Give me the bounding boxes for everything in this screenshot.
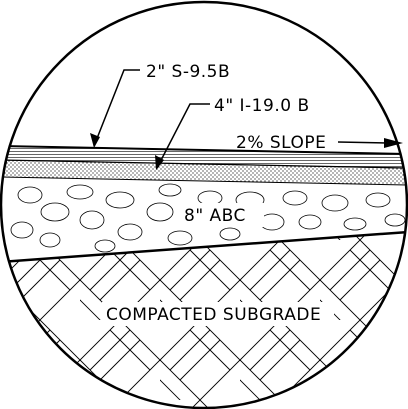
- aggregate-stones: [10, 183, 406, 253]
- intermediate-course-label: 4" I-19.0 B: [214, 96, 310, 116]
- base-label-mask: [176, 203, 264, 227]
- base-course-label: 8" ABC: [184, 206, 246, 226]
- intermediate-course-arrowhead: [155, 155, 164, 170]
- surface-course-label: 2" S-9.5B: [146, 62, 230, 82]
- subgrade-boundary: [1, 230, 407, 264]
- surface-course-arrowhead: [90, 133, 100, 148]
- subgrade-label: COMPACTED SUBGRADE: [106, 305, 321, 325]
- subgrade-label-mask: [102, 302, 334, 326]
- slope-arrow: [337, 138, 403, 148]
- intermediate-course-leader: [156, 103, 210, 169]
- surface-course-leader: [93, 69, 140, 147]
- slope-label: 2% SLOPE: [236, 133, 326, 153]
